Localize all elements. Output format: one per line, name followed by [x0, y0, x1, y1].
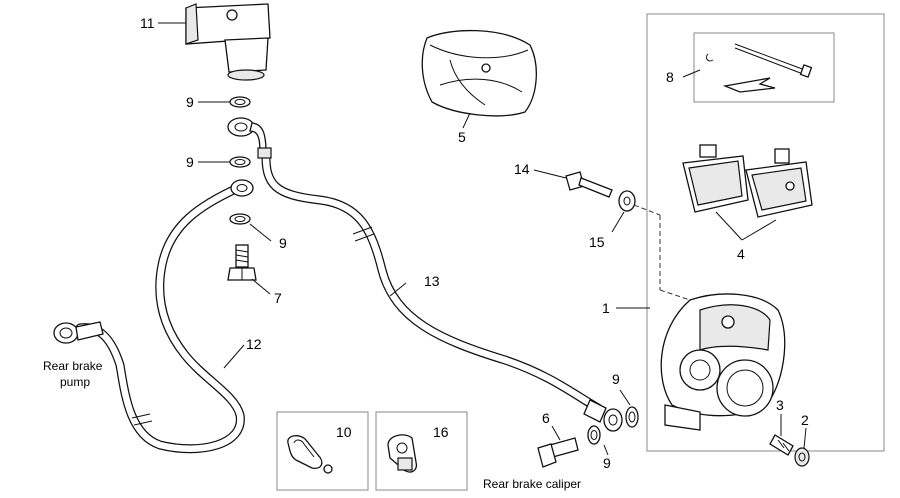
banjo-bolt-6 — [537, 437, 579, 468]
washer-15 — [618, 190, 636, 212]
clip-box-16 — [375, 411, 468, 491]
callout-5: 5 — [458, 129, 466, 145]
caption-caliper: Rear brake caliper — [483, 477, 581, 491]
callout-9-b: 9 — [186, 154, 194, 170]
pin-kit-8 — [705, 43, 813, 93]
washer-9-d — [625, 406, 639, 428]
caliper-end-fitting — [583, 399, 623, 432]
brake-caliper-1 — [660, 293, 786, 431]
callout-9-a: 9 — [186, 94, 194, 110]
clip-box-10 — [276, 411, 369, 491]
washer-9-a — [229, 96, 251, 108]
master-cylinder-11 — [185, 3, 271, 81]
callout-8: 8 — [666, 69, 674, 85]
dash-bolt-to-caliper — [633, 204, 661, 216]
callout-6: 6 — [542, 410, 550, 426]
callout-10: 10 — [336, 424, 352, 440]
clip-16 — [387, 434, 418, 473]
callout-2: 2 — [801, 412, 809, 428]
banjo-fitting-lower — [230, 179, 254, 197]
bleed-cap-2 — [794, 447, 810, 467]
washer-9-b — [229, 156, 251, 168]
callout-14: 14 — [514, 161, 530, 177]
banjo-bolt-7 — [227, 244, 257, 281]
hose-12 — [75, 182, 245, 454]
washer-9-c — [229, 213, 251, 225]
callout-13: 13 — [424, 273, 440, 289]
hose-13 — [261, 147, 603, 413]
pin-kit-box — [693, 32, 835, 103]
callout-12: 12 — [246, 336, 262, 352]
bolt-14 — [565, 171, 613, 198]
callout-4: 4 — [737, 246, 745, 262]
callout-1: 1 — [602, 300, 610, 316]
brake-pads-4 — [682, 144, 813, 218]
callout-16: 16 — [433, 424, 449, 440]
callout-15: 15 — [589, 234, 605, 250]
callout-9-e: 9 — [603, 455, 611, 471]
caption-pump-line-1: Rear brake — [43, 359, 103, 373]
pump-end-fitting — [53, 321, 104, 344]
leader-lines — [158, 22, 807, 456]
callout-7: 7 — [274, 290, 282, 306]
bleed-valve-3 — [769, 434, 794, 456]
washer-9-e — [587, 425, 601, 445]
banjo-fitting-upper — [227, 117, 272, 159]
callout-9-c: 9 — [279, 235, 287, 251]
clip-10 — [287, 435, 333, 474]
caption-pump-line-2: pump — [60, 375, 90, 389]
cover-bag-5 — [421, 29, 537, 117]
callout-3: 3 — [776, 397, 784, 413]
callout-9-d: 9 — [612, 371, 620, 387]
callout-11: 11 — [140, 15, 155, 31]
caliper-assembly-frame — [646, 13, 885, 452]
dash-to-caliper — [659, 289, 691, 301]
